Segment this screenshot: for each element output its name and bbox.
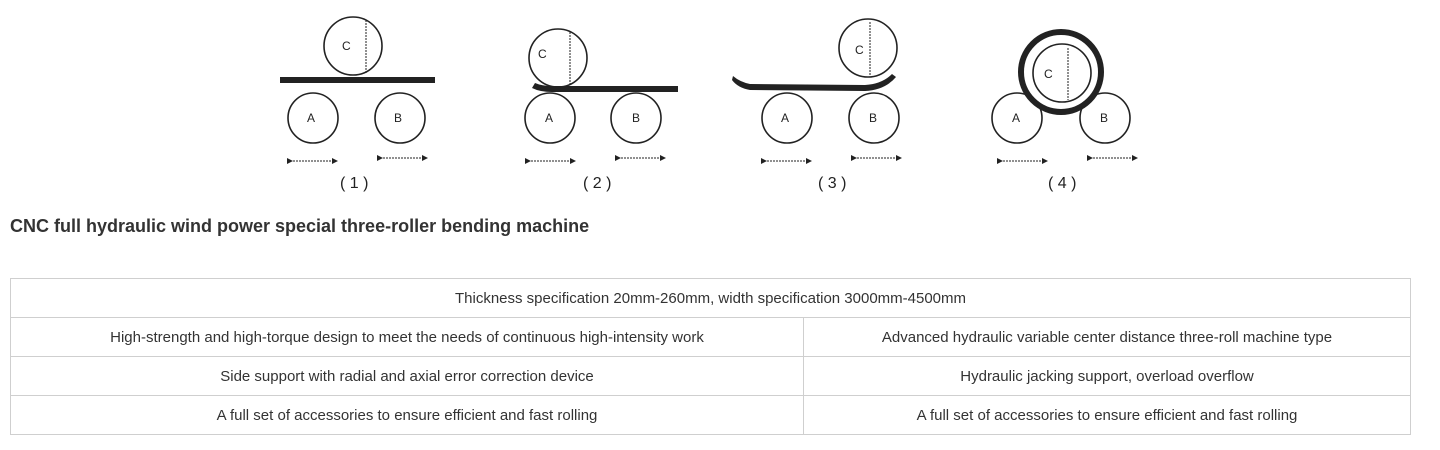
roller-b — [848, 92, 900, 144]
table-row: Thickness specification 20mm-260mm, widt… — [9, 278, 1412, 318]
rolled-cylinder — [1018, 29, 1104, 115]
roller-c-label: C — [855, 43, 864, 57]
rolling-process-svg: C A B ( 1 ) C A B ( 2 ) C — [280, 16, 1138, 192]
rolling-process-diagram: C A B ( 1 ) C A B ( 2 ) C — [270, 8, 1150, 196]
roller-c-label: C — [342, 39, 351, 53]
roller-b — [610, 92, 662, 144]
roller-a — [991, 92, 1043, 144]
step-1-label: ( 1 ) — [340, 175, 368, 192]
roller-b-label: B — [1100, 111, 1108, 125]
roller-c — [323, 16, 383, 76]
roller-b-label: B — [632, 111, 640, 125]
spec-cell: Advanced hydraulic variable center dista… — [802, 317, 1412, 357]
roller-a-label: A — [545, 111, 553, 125]
step-3-diagram: C A B ( 3 ) — [732, 18, 902, 192]
roller-a — [287, 92, 339, 144]
spec-table: Thickness specification 20mm-260mm, widt… — [9, 278, 1412, 435]
step-2-label: ( 2 ) — [583, 175, 611, 192]
spec-cell: Side support with radial and axial error… — [10, 356, 804, 396]
spec-cell: Thickness specification 20mm-260mm, widt… — [9, 278, 1412, 318]
step-1-diagram: C A B ( 1 ) — [280, 16, 435, 192]
roller-a — [761, 92, 813, 144]
roller-a-label: A — [781, 111, 789, 125]
step-3-label: ( 3 ) — [818, 175, 846, 192]
spec-cell: A full set of accessories to ensure effi… — [10, 395, 804, 435]
table-row: A full set of accessories to ensure effi… — [10, 395, 1412, 435]
spec-cell: Hydraulic jacking support, overload over… — [802, 356, 1412, 396]
step-4-diagram: C A B ( 4 ) — [991, 29, 1138, 192]
roller-c-label: C — [538, 47, 547, 61]
roller-b — [1079, 92, 1131, 144]
spec-cell: High-strength and high-torque design to … — [10, 317, 804, 357]
table-row: Side support with radial and axial error… — [10, 356, 1412, 396]
roller-c — [838, 18, 898, 78]
table-row: High-strength and high-torque design to … — [10, 317, 1412, 357]
roller-b-label: B — [394, 111, 402, 125]
plate — [732, 74, 896, 91]
spec-cell: A full set of accessories to ensure effi… — [802, 395, 1412, 435]
step-4-label: ( 4 ) — [1048, 175, 1076, 192]
roller-a — [524, 92, 576, 144]
roller-c — [1032, 43, 1092, 103]
roller-a-label: A — [1012, 111, 1020, 125]
step-2-diagram: C A B ( 2 ) — [524, 28, 678, 192]
plate — [532, 83, 678, 92]
plate — [280, 77, 435, 83]
roller-c-label: C — [1044, 67, 1053, 81]
roller-b-label: B — [869, 111, 877, 125]
page-title: CNC full hydraulic wind power special th… — [10, 216, 590, 236]
roller-b — [374, 92, 426, 144]
roller-a-label: A — [307, 111, 315, 125]
